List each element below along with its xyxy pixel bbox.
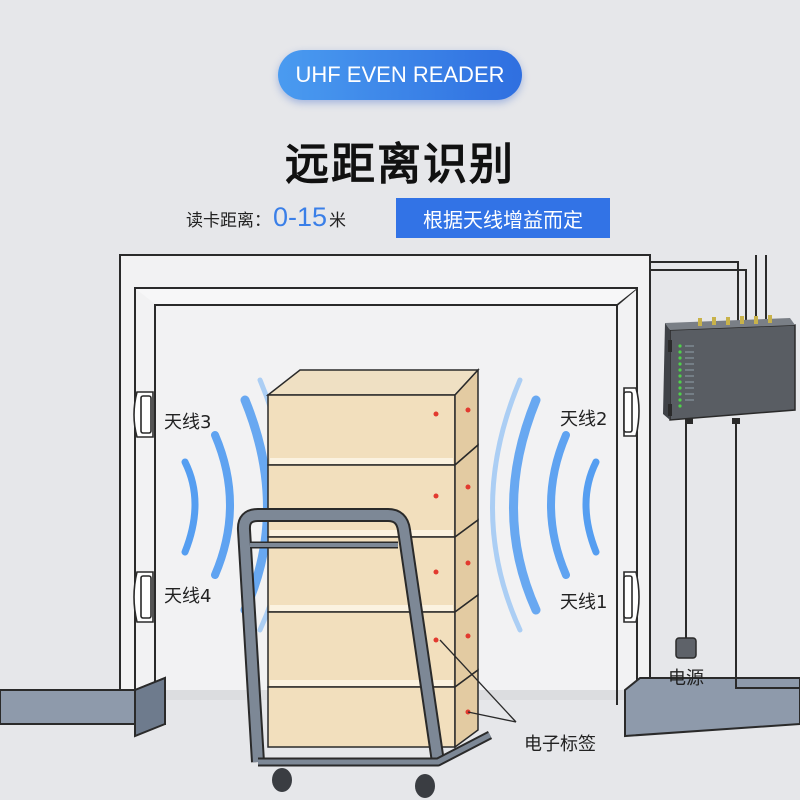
hand-cart <box>236 508 493 767</box>
antenna-2-label: 天线2 <box>560 409 608 430</box>
read-range-label: 读卡距离： <box>186 211 271 231</box>
product-badge: UHF EVEN READER <box>278 50 522 100</box>
antenna-4 <box>133 571 154 623</box>
read-range: 读卡距离： 0-15 米 <box>186 202 346 238</box>
power-adapter <box>675 637 697 659</box>
wave-right <box>490 377 600 633</box>
cargo-boxes <box>265 368 480 749</box>
tag-label: 电子标签 <box>524 734 596 755</box>
cart-wheels <box>272 768 435 798</box>
antenna-3 <box>133 391 154 438</box>
power-label: 电源 <box>668 668 704 689</box>
gain-note: 根据天线增益而定 <box>396 198 610 238</box>
antenna-1 <box>623 571 640 623</box>
read-range-value: 0-15 <box>273 202 328 232</box>
rfid-reader <box>663 315 796 424</box>
page-title: 远距离识别 <box>285 139 515 190</box>
floor-right <box>624 677 800 738</box>
antenna-4-label: 天线4 <box>164 586 212 607</box>
antenna-2 <box>623 387 640 437</box>
antenna-1-label: 天线1 <box>560 592 608 613</box>
floor-left <box>0 676 166 738</box>
read-range-unit: 米 <box>329 211 347 231</box>
antenna-3-label: 天线3 <box>164 412 212 433</box>
